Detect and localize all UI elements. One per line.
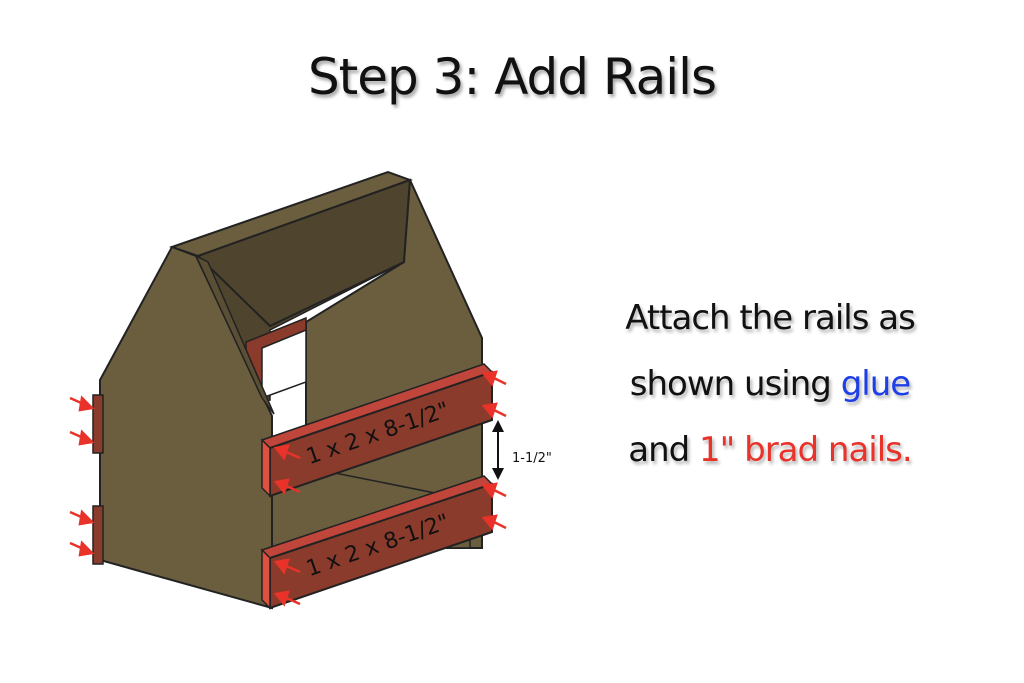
nail-arrow-icon — [481, 402, 507, 419]
spacing-label: 1-1/2" — [512, 451, 552, 466]
left-rail-end-top — [92, 394, 104, 454]
left-end-panel-edge — [194, 254, 275, 415]
nails-phrase: 1" brad nails. — [699, 430, 913, 470]
instructions-line-3-prefix: and — [628, 430, 700, 470]
front-rail-bottom-end — [261, 548, 271, 610]
nail-arrow-icon — [273, 444, 301, 461]
nail-arrow-icon — [481, 514, 507, 531]
nail-arrow-icon — [273, 478, 301, 495]
glue-word: glue — [840, 364, 911, 404]
nail-arrow-icon — [273, 590, 301, 607]
nail-arrow-icon — [481, 482, 507, 499]
spacing-arrow-up — [492, 420, 504, 432]
nail-arrow-icon — [69, 540, 95, 557]
instructions-line-2: shown using glue — [600, 351, 940, 417]
left-rail-end-bottom — [92, 505, 104, 565]
instructions-line-3: and 1" brad nails. — [600, 417, 940, 483]
spacing-arrow-down — [492, 468, 504, 480]
nail-arrow-icon — [273, 558, 301, 575]
front-rail-top-end — [261, 438, 271, 498]
nail-arrow-icon — [69, 509, 95, 526]
page-title: Step 3: Add Rails — [307, 48, 717, 106]
end-opening — [261, 328, 307, 400]
nail-arrow-icon — [481, 370, 507, 387]
instructions-text: Attach the rails as shown using glue and… — [600, 285, 940, 483]
nail-arrow-icon — [69, 395, 95, 412]
instructions-line-1: Attach the rails as — [625, 298, 916, 338]
instructions-line-2-prefix: shown using — [629, 364, 841, 404]
nail-arrows — [69, 370, 507, 607]
nail-arrow-icon — [69, 429, 95, 446]
